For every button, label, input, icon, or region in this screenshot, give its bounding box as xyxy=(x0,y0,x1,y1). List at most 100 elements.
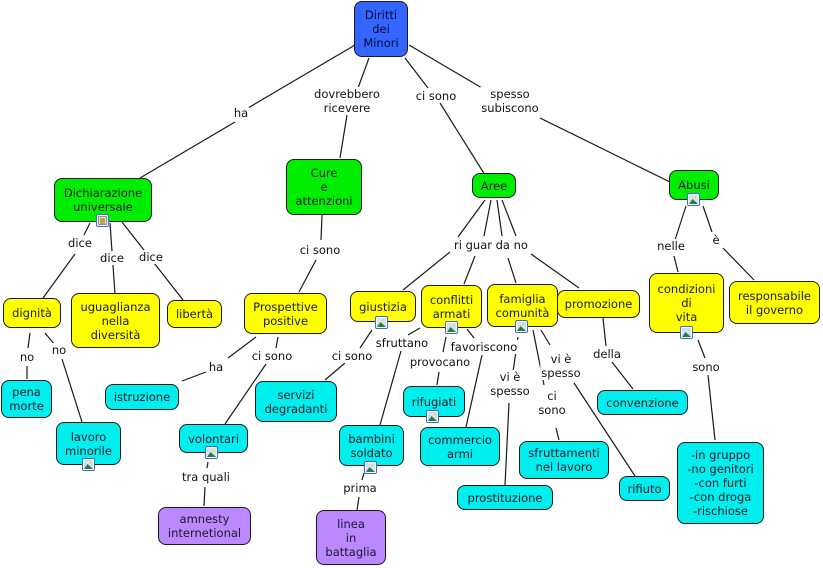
link-label-ci-sono: ci sono xyxy=(330,349,374,363)
node-gruppo-list[interactable]: -in gruppo -no genitori -con furti -con … xyxy=(677,442,764,524)
edge xyxy=(540,329,551,346)
edge xyxy=(466,328,475,339)
edge xyxy=(442,336,447,353)
link-label-no: no xyxy=(50,343,68,357)
edge xyxy=(61,358,83,423)
node-amnesty-internetional[interactable]: amnesty internetional xyxy=(158,507,251,545)
edge xyxy=(224,363,267,425)
node-liberta[interactable]: libertà xyxy=(167,300,222,328)
edge xyxy=(539,117,671,183)
image-icon[interactable] xyxy=(426,410,439,423)
link-label-ci-sono: ci sono xyxy=(414,89,458,103)
edge xyxy=(404,57,429,89)
image-icon[interactable] xyxy=(205,446,218,459)
edge xyxy=(555,427,560,441)
node-prospettive-positive[interactable]: Prospettive positive xyxy=(244,293,327,334)
node-pena-morte[interactable]: pena morte xyxy=(1,380,52,418)
link-label-ci-sono: ci sono xyxy=(298,243,342,257)
edge xyxy=(496,199,503,237)
edge xyxy=(42,253,76,299)
image-icon[interactable] xyxy=(515,320,528,333)
edge xyxy=(356,496,360,511)
node-promozione[interactable]: promozione xyxy=(557,290,640,318)
link-label-provocano: provocano xyxy=(408,355,472,369)
link-label-sono: sono xyxy=(691,360,721,374)
edge xyxy=(674,205,687,241)
node-istruzione[interactable]: istruzione xyxy=(105,384,179,410)
edge xyxy=(507,257,517,284)
node-cure-e-attenzioni[interactable]: Cure e attenzioni xyxy=(286,159,362,215)
link-label-sfruttano: sfruttano xyxy=(374,336,430,350)
image-icon[interactable] xyxy=(687,193,700,206)
edge xyxy=(501,199,517,237)
link-label-dovrebbero-ricevere: dovrebbero ricevere xyxy=(313,87,381,115)
link-label-dice: dice xyxy=(99,251,125,265)
edge xyxy=(702,205,713,233)
edge xyxy=(707,374,716,441)
node-prostituzione[interactable]: prostituzione xyxy=(457,485,553,510)
edge xyxy=(298,259,317,293)
node-bambini-soldato[interactable]: bambini soldato xyxy=(339,425,404,466)
edge xyxy=(673,255,679,273)
node-sfruttamenti-nel-lavoro[interactable]: sfruttamenti nel lavoro xyxy=(519,441,609,479)
edge xyxy=(379,350,402,426)
node-linea-in-battaglia[interactable]: linea in battaglia xyxy=(316,510,386,565)
link-label-ci-sono: ci sono xyxy=(537,389,567,417)
link-label-della: della xyxy=(592,347,622,361)
node-commercio-armi[interactable]: commercio armi xyxy=(420,427,500,466)
node-famiglia-comunita[interactable]: famiglia comunità xyxy=(487,284,558,327)
edge xyxy=(504,402,510,486)
edge xyxy=(457,199,486,238)
link-label-dice: dice xyxy=(67,236,93,250)
link-label-prima: prima xyxy=(342,481,378,495)
image-icon[interactable] xyxy=(375,316,388,329)
link-label-spesso-subiscono: spesso subiscono xyxy=(480,87,540,115)
edge xyxy=(181,371,207,382)
edge xyxy=(465,354,483,428)
image-icon[interactable] xyxy=(445,321,458,334)
edge xyxy=(402,251,451,291)
node-convenzione[interactable]: convenzione xyxy=(597,390,688,415)
node-rifiuto[interactable]: rifiuto xyxy=(619,476,670,501)
node-responsabile-il-governo[interactable]: responsabile il governo xyxy=(729,281,820,324)
edge xyxy=(247,44,356,109)
edge xyxy=(436,371,440,386)
node-aree[interactable]: Aree xyxy=(472,173,516,198)
image-icon[interactable] xyxy=(364,461,377,474)
image-icon[interactable] xyxy=(680,326,693,339)
link-label-e: è xyxy=(711,233,721,247)
node-diritti-dei-minori[interactable]: Diritti dei Minori xyxy=(354,1,408,57)
edge xyxy=(439,102,486,176)
edge xyxy=(611,361,634,390)
link-label-riguardano: ri guar da no xyxy=(453,238,529,252)
edge xyxy=(573,382,636,477)
edge xyxy=(407,327,421,336)
edge xyxy=(320,214,323,241)
edge xyxy=(697,339,706,359)
document-icon[interactable] xyxy=(96,214,109,227)
node-conflitti-armati[interactable]: conflitti armati xyxy=(421,285,482,328)
edge xyxy=(227,336,257,359)
edge xyxy=(27,332,31,349)
node-dignita[interactable]: dignità xyxy=(3,298,61,328)
edge xyxy=(339,114,348,159)
image-icon[interactable] xyxy=(82,458,95,471)
edge xyxy=(357,57,370,89)
edge xyxy=(83,222,91,236)
edge xyxy=(530,253,580,289)
edge xyxy=(361,472,365,481)
node-servizi-degradanti[interactable]: servizi degradanti xyxy=(255,381,337,422)
node-uguaglianza[interactable]: uguaglianza nella diversità xyxy=(71,293,160,348)
link-label-vi-e-spesso: vi è spesso xyxy=(540,352,582,380)
edge xyxy=(408,44,483,89)
node-dichiarazione-universale[interactable]: Dichiarazione universale xyxy=(54,178,152,222)
edge xyxy=(275,336,279,349)
edge xyxy=(324,362,346,381)
link-label-nelle: nelle xyxy=(656,239,686,253)
node-condizioni-di-vita[interactable]: condizioni di vita xyxy=(649,273,724,333)
link-label-ci-sono: ci sono xyxy=(250,349,294,363)
link-label-tra-quali: tra quali xyxy=(181,470,231,484)
edge xyxy=(463,255,476,285)
edge xyxy=(722,247,755,281)
edge xyxy=(602,317,607,347)
